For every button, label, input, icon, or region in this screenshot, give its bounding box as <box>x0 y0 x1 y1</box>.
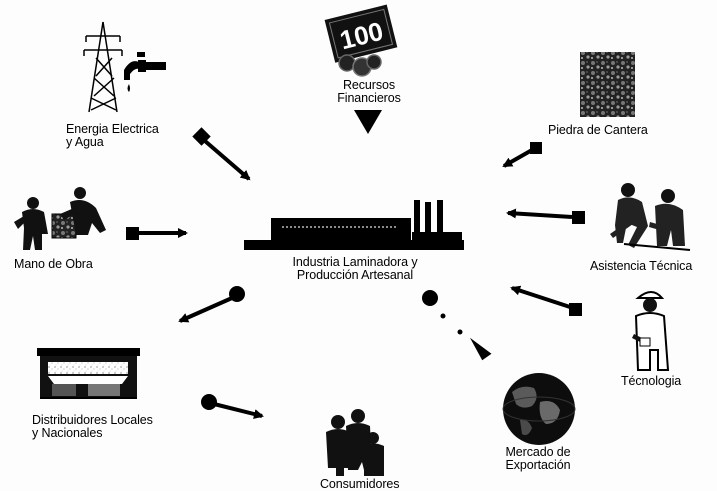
label-recursos: Recursos Financieros <box>337 78 401 105</box>
workers-icon <box>14 187 106 250</box>
arrow-mano-in <box>126 227 188 240</box>
arrow-consumidores <box>201 394 264 419</box>
arrow-piedra-in <box>502 142 542 168</box>
label-center: Industria Laminadora y Producción Artesa… <box>292 255 418 282</box>
label-energia: Energia Electrica y Agua <box>66 122 159 149</box>
label-mercado: Mercado de Exportación <box>505 445 571 472</box>
scientists-icon <box>610 183 691 251</box>
power-tower-icon <box>83 21 123 113</box>
people-icon <box>326 409 384 476</box>
label-tecnologia: Técnologia <box>621 374 682 388</box>
arrow-energia-in <box>192 127 251 181</box>
engineer-icon <box>632 291 670 371</box>
label-distribuidores: Distribuidores Locales y Nacionales <box>32 413 153 440</box>
stone-texture-icon <box>580 52 635 117</box>
money-icon: 100 <box>324 4 398 77</box>
globe-icon <box>502 373 576 445</box>
factory-icon <box>244 200 464 250</box>
arrow-distribuidores-out <box>178 286 245 323</box>
label-asistencia: Asistencia Técnica <box>590 259 693 273</box>
arrow-asistencia-in <box>506 208 585 224</box>
store-icon <box>37 348 140 399</box>
label-piedra: Piedra de Cantera <box>548 123 648 137</box>
arrow-tecnologia-in <box>510 285 582 316</box>
label-mano: Mano de Obra <box>14 257 93 271</box>
arrow-mercado-out <box>422 290 492 361</box>
label-consumidores: Consumidores <box>320 477 400 491</box>
arrow-recursos-in <box>354 110 382 134</box>
water-tap-icon <box>124 52 166 92</box>
